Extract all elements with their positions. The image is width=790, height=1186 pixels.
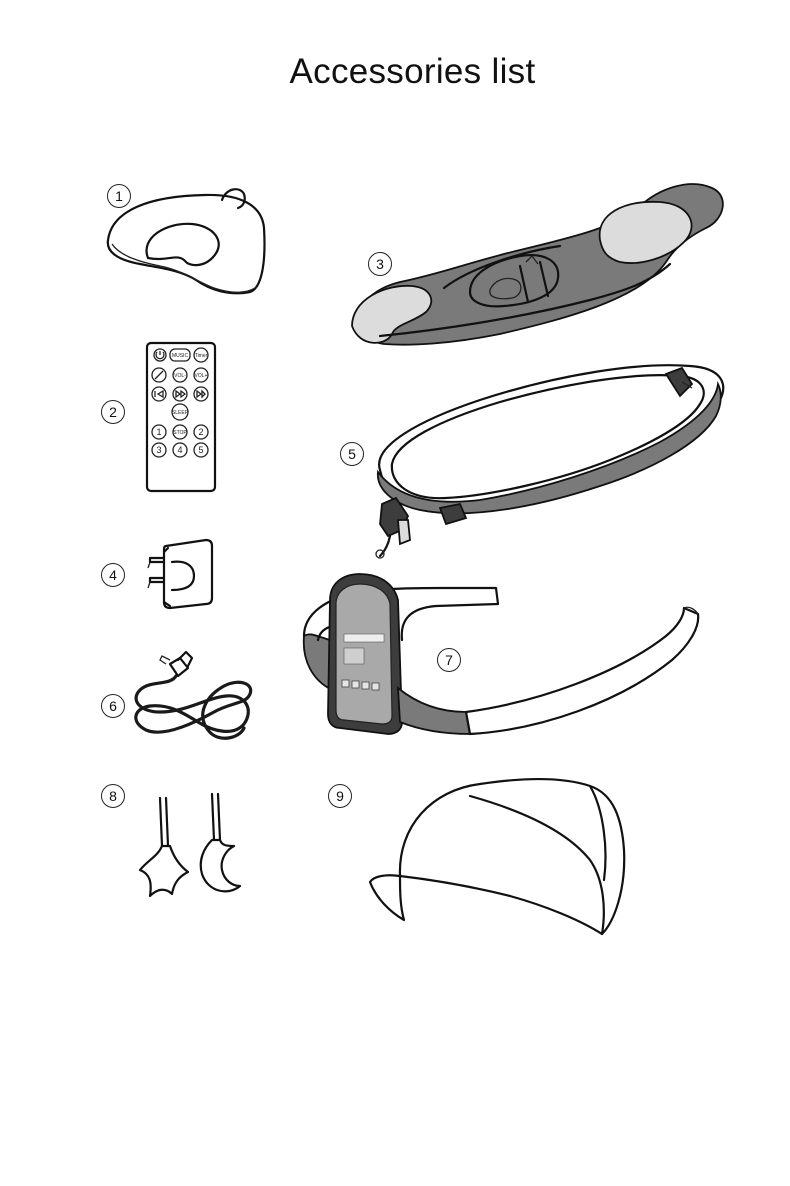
power-adapter-drawing — [147, 538, 214, 610]
remote-music-label: MUSIC — [172, 353, 189, 359]
item-number-9: 9 — [328, 784, 352, 808]
item-number-3: 3 — [368, 252, 392, 276]
item-number-7: 7 — [437, 648, 461, 672]
remote-stop-label: STOP — [173, 430, 187, 436]
remote-key-5: 5 — [198, 445, 203, 455]
item-number-8: 8 — [101, 784, 125, 808]
seat-cushion-drawing — [351, 183, 724, 346]
item-number-1: 1 — [107, 184, 131, 208]
remote-key-1: 1 — [156, 427, 161, 437]
remote-key-2: 2 — [198, 427, 203, 437]
base-control-unit-drawing — [302, 573, 700, 736]
remote-control-drawing: MUSIC Timer VOL- VOL+ SLEEP 1 STOP 2 — [145, 341, 217, 493]
item-number-2: 2 — [101, 400, 125, 424]
item-number-4: 4 — [101, 563, 125, 587]
remote-key-3: 3 — [156, 445, 161, 455]
seat-frame-drawing — [375, 364, 725, 559]
canopy-drawing — [368, 777, 626, 936]
remote-timer-label: Timer — [195, 353, 208, 359]
usb-cable-drawing — [134, 650, 253, 740]
head-pillow-drawing — [106, 188, 266, 295]
remote-vol-down-label: VOL- — [174, 373, 186, 379]
remote-sleep-label: SLEEP — [172, 410, 189, 416]
remote-vol-up-label: VOL+ — [195, 373, 208, 379]
item-number-6: 6 — [101, 694, 125, 718]
page-title: Accessories list — [289, 52, 536, 91]
item-number-5: 5 — [340, 442, 364, 466]
remote-key-4: 4 — [177, 445, 182, 455]
hanging-toys-drawing — [138, 792, 242, 898]
